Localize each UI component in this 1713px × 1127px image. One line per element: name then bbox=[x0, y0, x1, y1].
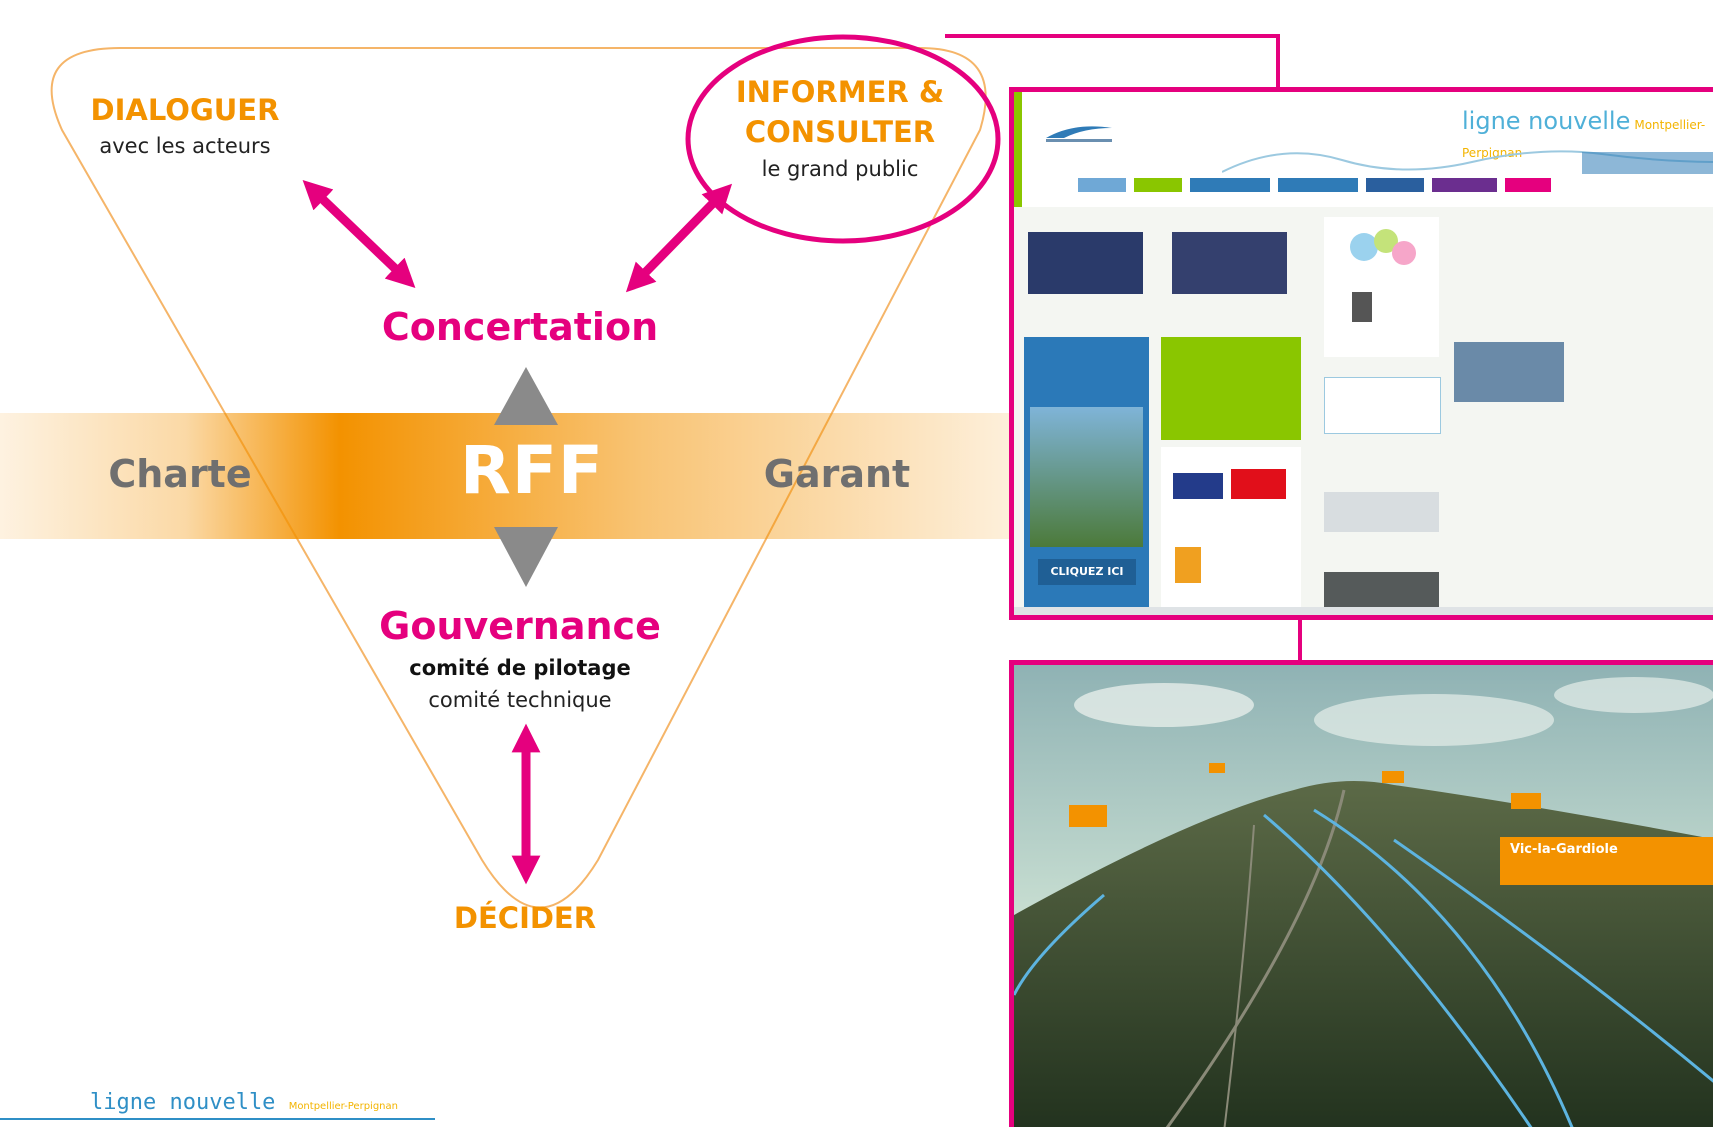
map-widget[interactable] bbox=[1324, 377, 1441, 434]
decider-title: DÉCIDER bbox=[453, 901, 597, 935]
rff-title: RFF bbox=[460, 432, 604, 509]
gouvernance-title: Gouvernance bbox=[379, 604, 661, 648]
comite-technique-label: comité technique bbox=[428, 688, 612, 712]
rff-band bbox=[0, 413, 1030, 539]
video-thumbnail[interactable] bbox=[1028, 232, 1143, 294]
comite-pilotage-label: comité de pilotage bbox=[409, 656, 631, 680]
website-nav bbox=[1078, 178, 1551, 192]
video-thumbnail[interactable] bbox=[1172, 232, 1287, 294]
down-triangle-arrow bbox=[494, 527, 558, 587]
nav-tab[interactable] bbox=[1505, 178, 1551, 192]
website-status-bar bbox=[1014, 607, 1713, 615]
location-marker[interactable] bbox=[1069, 805, 1107, 827]
location-marker[interactable] bbox=[1511, 793, 1541, 809]
nav-tab[interactable] bbox=[1432, 178, 1497, 192]
newsletter-panel bbox=[1161, 337, 1301, 440]
3d-terrain-render bbox=[1014, 665, 1713, 1127]
rff-logo-icon bbox=[1046, 126, 1112, 142]
promo-image bbox=[1030, 407, 1143, 547]
concertation-title: Concertation bbox=[381, 305, 659, 349]
informer-highlight-ellipse bbox=[685, 34, 1001, 244]
partner-logo bbox=[1175, 547, 1201, 583]
nav-tab[interactable] bbox=[1278, 178, 1358, 192]
informer-title-line1: INFORMER & bbox=[735, 75, 945, 109]
informer-title-line2: CONSULTER bbox=[744, 115, 936, 149]
cliquez-ici-button[interactable]: CLIQUEZ ICI bbox=[1038, 559, 1136, 585]
nav-tab[interactable] bbox=[1366, 178, 1424, 192]
nav-tab[interactable] bbox=[1190, 178, 1270, 192]
partner-logo bbox=[1173, 473, 1223, 499]
partner-logo bbox=[1231, 469, 1286, 499]
vic-la-gardiole-marker[interactable]: Vic-la-Gardiole bbox=[1500, 837, 1713, 885]
promo-panel: CLIQUEZ ICI bbox=[1024, 337, 1149, 615]
dialoguer-title: DIALOGUER bbox=[90, 93, 280, 127]
balloons-illustration bbox=[1350, 229, 1416, 322]
gallery-thumbnail[interactable] bbox=[1324, 572, 1439, 612]
partners-panel bbox=[1161, 447, 1301, 615]
header-skyline-illustration bbox=[1222, 150, 1713, 174]
charte-label: Charte bbox=[108, 452, 252, 496]
triangle-outline bbox=[50, 47, 987, 909]
nav-tab[interactable] bbox=[1078, 178, 1126, 192]
footer-logo: ligne nouvelle Montpellier-Perpignan bbox=[90, 1090, 398, 1115]
informer-subtitle: le grand public bbox=[761, 157, 919, 181]
arrow-dialoguer bbox=[302, 180, 416, 288]
dialoguer-subtitle: avec les acteurs bbox=[99, 134, 271, 158]
nav-tab[interactable] bbox=[1134, 178, 1182, 192]
arrow-informer bbox=[625, 183, 733, 293]
connector-line-website bbox=[945, 34, 1280, 87]
portrait-thumbnail[interactable] bbox=[1454, 342, 1564, 402]
echanges-panel bbox=[1324, 217, 1439, 357]
3d-view-screenshot: Vic-la-Gardiole bbox=[1009, 660, 1713, 1127]
map-thumbnail[interactable] bbox=[1324, 492, 1439, 532]
location-marker[interactable] bbox=[1209, 763, 1225, 773]
up-triangle-arrow bbox=[494, 367, 558, 425]
garant-label: Garant bbox=[763, 452, 911, 496]
location-marker[interactable] bbox=[1382, 771, 1404, 783]
footer-divider bbox=[0, 1118, 435, 1120]
